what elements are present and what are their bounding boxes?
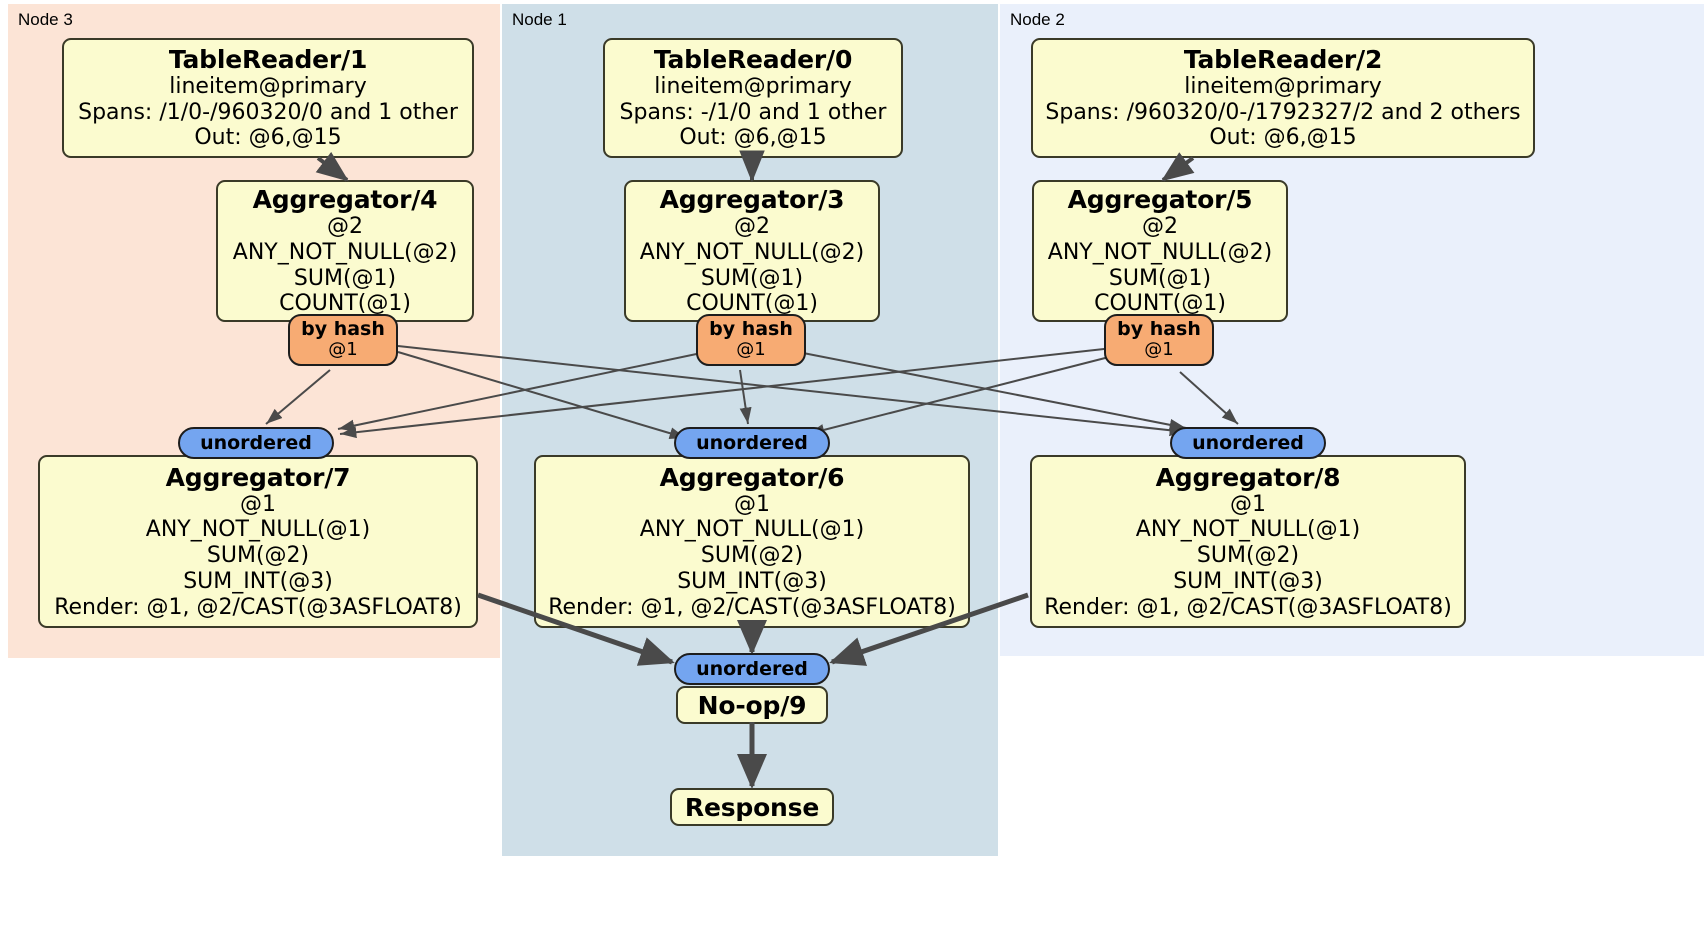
processor-detail-agg-1: ANY_NOT_NULL(@2) xyxy=(232,239,458,265)
edge-tablereader2-aggregator5 xyxy=(1161,152,1195,182)
processor-title: Aggregator/6 xyxy=(659,462,845,492)
processor-aggregator-7[interactable]: Aggregator/7 @1 ANY_NOT_NULL(@1) SUM(@2)… xyxy=(38,455,478,628)
processor-detail-render: Render: @1, @2/CAST(@3ASFLOAT8) xyxy=(1044,594,1452,620)
router-badge-by-hash-left[interactable]: by hash @1 xyxy=(288,314,398,366)
processor-detail-agg-3: SUM_INT(@3) xyxy=(1173,568,1323,594)
processor-detail-agg-2: SUM(@2) xyxy=(206,543,310,569)
processor-title: Aggregator/8 xyxy=(1155,462,1341,492)
processor-detail-table: lineitem@primary xyxy=(1184,73,1382,99)
synchronizer-badge-unordered-center[interactable]: unordered xyxy=(674,427,830,459)
processor-detail-groupcol: @1 xyxy=(240,491,276,517)
processor-detail-table: lineitem@primary xyxy=(654,73,852,99)
processor-detail-agg-1: ANY_NOT_NULL(@2) xyxy=(1047,239,1273,265)
synchronizer-badge-unordered-right[interactable]: unordered xyxy=(1170,427,1326,459)
processor-title: Response xyxy=(684,792,820,822)
router-badge-title: by hash xyxy=(709,318,793,341)
synchronizer-badge-unordered-final[interactable]: unordered xyxy=(674,653,830,685)
processor-detail-agg-2: SUM(@2) xyxy=(1196,543,1300,569)
processor-detail-groupcol: @2 xyxy=(1142,214,1178,240)
edge-hash-left-to-unordered-right xyxy=(397,345,1187,437)
processor-title: Aggregator/7 xyxy=(165,462,351,492)
edge-hash-center-to-unordered-center xyxy=(739,369,752,425)
processor-detail-spans: Spans: -/1/0 and 1 other xyxy=(619,99,887,125)
synchronizer-badge-title: unordered xyxy=(200,431,312,454)
processor-detail-table: lineitem@primary xyxy=(169,73,367,99)
processor-detail-spans: Spans: /1/0-/960320/0 and 1 other xyxy=(78,99,458,125)
processor-noop-9[interactable]: No-op/9 xyxy=(676,686,828,724)
processor-detail-groupcol: @1 xyxy=(1230,491,1266,517)
processor-tablereader-0[interactable]: TableReader/0 lineitem@primary Spans: -/… xyxy=(603,38,903,158)
processor-title: TableReader/2 xyxy=(1183,44,1383,74)
processor-detail-agg-3: COUNT(@1) xyxy=(686,291,818,317)
processor-detail-out: Out: @6,@15 xyxy=(1209,125,1357,151)
processor-detail-spans: Spans: /960320/0-/1792327/2 and 2 others xyxy=(1045,99,1521,125)
processor-tablereader-1[interactable]: TableReader/1 lineitem@primary Spans: /1… xyxy=(62,38,474,158)
processor-aggregator-6[interactable]: Aggregator/6 @1 ANY_NOT_NULL(@1) SUM(@2)… xyxy=(534,455,970,628)
processor-detail-agg-3: SUM_INT(@3) xyxy=(183,568,333,594)
processor-detail-groupcol: @2 xyxy=(734,214,770,240)
processor-detail-agg-2: SUM(@1) xyxy=(700,265,804,291)
router-badge-by-hash-right[interactable]: by hash @1 xyxy=(1104,314,1214,366)
processor-title: No-op/9 xyxy=(697,690,807,720)
edge-tablereader1-aggregator4 xyxy=(315,151,349,182)
processor-response[interactable]: Response xyxy=(670,788,834,826)
synchronizer-badge-title: unordered xyxy=(696,657,808,680)
processor-detail-agg-1: ANY_NOT_NULL(@1) xyxy=(1135,517,1361,543)
router-badge-column: @1 xyxy=(1144,339,1174,361)
router-badge-by-hash-center[interactable]: by hash @1 xyxy=(696,314,806,366)
router-badge-column: @1 xyxy=(736,339,766,361)
processor-detail-agg-3: SUM_INT(@3) xyxy=(677,568,827,594)
region-label-node-1: Node 1 xyxy=(512,10,567,29)
synchronizer-badge-title: unordered xyxy=(1192,431,1304,454)
edge-hash-left-to-unordered-left xyxy=(265,369,331,425)
synchronizer-badge-title: unordered xyxy=(696,431,808,454)
region-label-node-2: Node 2 xyxy=(1010,10,1065,29)
edge-aggregator7-to-final-unordered xyxy=(477,592,675,666)
processor-tablereader-2[interactable]: TableReader/2 lineitem@primary Spans: /9… xyxy=(1031,38,1535,158)
processor-title: TableReader/1 xyxy=(168,44,368,74)
processor-aggregator-3[interactable]: Aggregator/3 @2 ANY_NOT_NULL(@2) SUM(@1)… xyxy=(624,180,880,322)
processor-title: Aggregator/4 xyxy=(252,185,438,215)
processor-detail-groupcol: @2 xyxy=(327,214,363,240)
processor-title: Aggregator/3 xyxy=(659,185,845,215)
processor-detail-agg-1: ANY_NOT_NULL(@2) xyxy=(639,239,865,265)
processor-title: Aggregator/5 xyxy=(1067,185,1253,215)
router-badge-title: by hash xyxy=(1117,318,1201,341)
router-badge-title: by hash xyxy=(301,318,385,341)
edge-hash-center-to-unordered-right xyxy=(797,351,1187,431)
processor-detail-agg-2: SUM(@1) xyxy=(293,265,397,291)
processor-aggregator-8[interactable]: Aggregator/8 @1 ANY_NOT_NULL(@1) SUM(@2)… xyxy=(1030,455,1466,628)
processor-detail-agg-3: COUNT(@1) xyxy=(1094,291,1226,317)
edge-hash-right-to-unordered-left xyxy=(339,347,1114,439)
processor-detail-render: Render: @1, @2/CAST(@3ASFLOAT8) xyxy=(548,594,956,620)
edge-aggregator8-to-final-unordered xyxy=(829,592,1029,666)
region-label-node-3: Node 3 xyxy=(18,10,73,29)
processor-detail-agg-2: SUM(@2) xyxy=(700,543,804,569)
router-badge-column: @1 xyxy=(328,339,358,361)
processor-detail-groupcol: @1 xyxy=(734,491,770,517)
edge-hash-right-to-unordered-center xyxy=(807,355,1114,436)
processor-detail-agg-2: SUM(@1) xyxy=(1108,265,1212,291)
processor-detail-out: Out: @6,@15 xyxy=(679,125,827,151)
processor-detail-out: Out: @6,@15 xyxy=(194,125,342,151)
processor-aggregator-5[interactable]: Aggregator/5 @2 ANY_NOT_NULL(@2) SUM(@1)… xyxy=(1032,180,1288,322)
processor-title: TableReader/0 xyxy=(653,44,853,74)
edge-hash-left-to-unordered-center xyxy=(397,351,687,440)
processor-detail-agg-1: ANY_NOT_NULL(@1) xyxy=(145,517,371,543)
processor-aggregator-4[interactable]: Aggregator/4 @2 ANY_NOT_NULL(@2) SUM(@1)… xyxy=(216,180,474,322)
edge-hash-center-to-unordered-left xyxy=(337,351,707,432)
processor-detail-agg-3: COUNT(@1) xyxy=(279,291,411,317)
synchronizer-badge-unordered-left[interactable]: unordered xyxy=(178,427,334,459)
processor-detail-render: Render: @1, @2/CAST(@3ASFLOAT8) xyxy=(54,594,462,620)
edge-hash-right-to-unordered-right xyxy=(1179,371,1239,425)
processor-detail-agg-1: ANY_NOT_NULL(@1) xyxy=(639,517,865,543)
